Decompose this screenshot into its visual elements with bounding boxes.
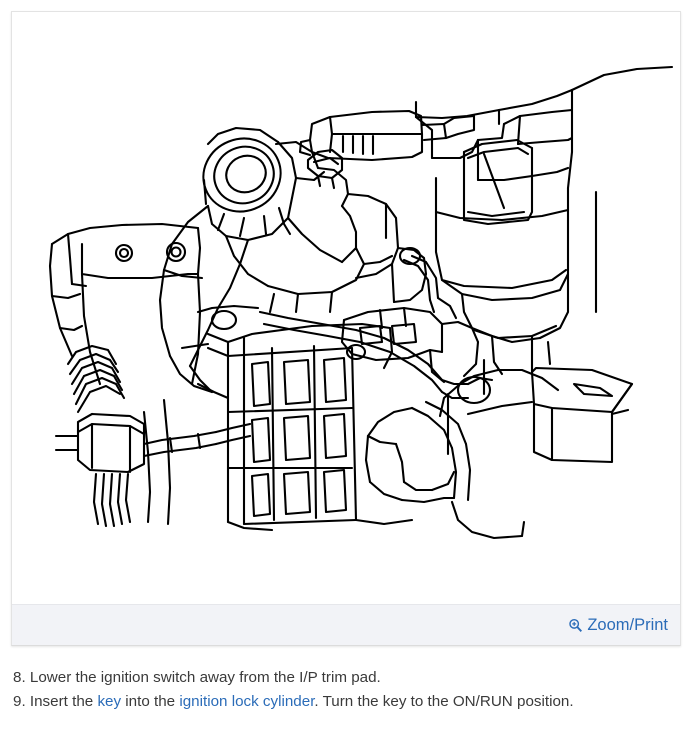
figure-panel: Zoom/Print [11,11,681,646]
step-9-number: 9. [13,693,26,710]
step-8-number: 8. [13,669,26,686]
figure-image-area[interactable] [12,12,680,604]
step-9-text-3: . Turn the key to the ON/RUN position. [314,693,574,710]
step-9-text-2: into the [121,693,180,710]
magnifier-plus-icon [568,618,583,633]
step-9-text-1: Insert the [25,693,98,710]
instruction-steps: 8. Lower the ignition switch away from t… [13,666,689,714]
link-key[interactable]: key [97,693,122,710]
step-8-text: Lower the ignition switch away from the … [25,669,381,686]
step-item-9: 9. Insert the key into the ignition lock… [13,690,689,714]
ignition-switch-line-drawing [12,12,680,604]
step-item-8: 8. Lower the ignition switch away from t… [13,666,689,690]
zoom-print-label: Zoom/Print [587,615,668,634]
zoom-print-button[interactable]: Zoom/Print [568,617,668,634]
figure-toolbar: Zoom/Print [12,604,680,645]
link-ignition-lock-cylinder[interactable]: ignition lock cylinder [179,693,315,710]
